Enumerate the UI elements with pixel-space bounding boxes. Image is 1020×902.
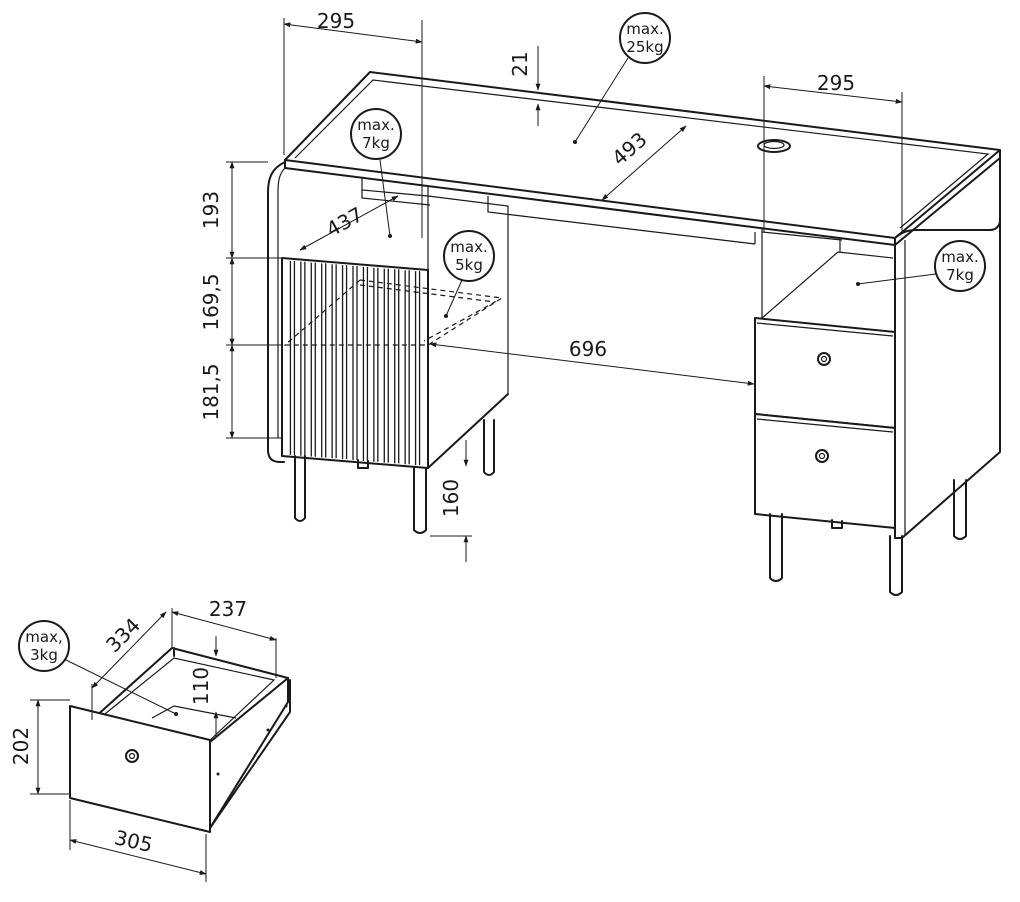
knob-icon bbox=[815, 449, 829, 463]
dim-leg-height: 160 bbox=[439, 479, 463, 517]
door-flute bbox=[362, 266, 369, 461]
door-flute bbox=[383, 268, 389, 463]
door-flute bbox=[289, 260, 296, 455]
drawer-front bbox=[69, 705, 211, 833]
dim-left-width: 295 bbox=[317, 9, 355, 33]
knob-icon bbox=[125, 749, 139, 763]
svg-text:max.: max. bbox=[357, 116, 394, 134]
load-badges: max. 25kg max. 7kg max. 5kg max. 7kg bbox=[350, 12, 986, 318]
door-flute bbox=[404, 270, 410, 465]
dim-cabinet-depth: 437 bbox=[322, 202, 367, 242]
svg-text:5kg: 5kg bbox=[455, 256, 483, 274]
dim-drawer-inner-height: 110 bbox=[189, 667, 213, 705]
drawer-dimensions bbox=[30, 608, 277, 882]
drawer-lower bbox=[754, 413, 896, 529]
cable-grommet-icon bbox=[757, 139, 791, 153]
left-legs bbox=[294, 419, 495, 534]
svg-text:25kg: 25kg bbox=[626, 38, 663, 56]
left-cabinet-side bbox=[267, 161, 286, 463]
door-flute bbox=[352, 266, 358, 460]
dim-bottom-height: 181,5 bbox=[199, 363, 223, 420]
dim-drawer-front-height: 202 bbox=[9, 727, 33, 765]
open-door-outline bbox=[283, 279, 504, 346]
svg-text:7kg: 7kg bbox=[362, 134, 390, 152]
desk bbox=[267, 71, 1001, 596]
right-legs bbox=[769, 479, 967, 596]
door-flute bbox=[321, 263, 327, 458]
door-flute bbox=[300, 261, 306, 456]
door-flute bbox=[394, 269, 400, 464]
right-cabinet-interior bbox=[761, 228, 894, 319]
door-flute bbox=[414, 271, 421, 466]
drawer-upper bbox=[754, 317, 896, 429]
load-badge-drawer: max, 3kg bbox=[18, 620, 70, 672]
dim-middle-height: 169,5 bbox=[199, 273, 223, 330]
dim-drawer-inner-width: 237 bbox=[209, 597, 247, 621]
dim-right-width: 295 bbox=[817, 71, 855, 95]
load-badge-left-top-shelf: max. 7kg bbox=[350, 108, 402, 160]
svg-text:7kg: 7kg bbox=[946, 266, 974, 284]
desktop-front-edge bbox=[284, 159, 896, 246]
door-flute bbox=[310, 262, 316, 457]
right-cabinet-side bbox=[894, 157, 1001, 539]
drawer-detail bbox=[69, 647, 291, 833]
dim-top-depth: 493 bbox=[607, 127, 652, 170]
desk-dimensions bbox=[226, 18, 903, 562]
svg-text:max.: max. bbox=[626, 20, 663, 38]
modesty-panel bbox=[487, 196, 756, 245]
load-badge-right-shelf: max. 7kg bbox=[934, 240, 986, 292]
dim-drawer-depth: 334 bbox=[101, 613, 145, 657]
dim-center-span: 696 bbox=[569, 337, 607, 361]
dim-top-thickness: 21 bbox=[508, 51, 532, 76]
load-badge-desktop: max. 25kg bbox=[619, 12, 671, 64]
door-flute bbox=[331, 264, 337, 459]
load-badge-left-inner-shelf: max. 5kg bbox=[443, 230, 495, 282]
dim-shelf-height: 193 bbox=[199, 191, 223, 229]
fluted-door bbox=[281, 257, 429, 469]
svg-text:max,: max, bbox=[25, 628, 62, 646]
svg-text:3kg: 3kg bbox=[30, 646, 58, 664]
knob-icon bbox=[817, 352, 831, 366]
door-flute bbox=[373, 267, 379, 462]
svg-text:max.: max. bbox=[450, 238, 487, 256]
door-flute bbox=[341, 265, 348, 460]
svg-text:max.: max. bbox=[941, 248, 978, 266]
